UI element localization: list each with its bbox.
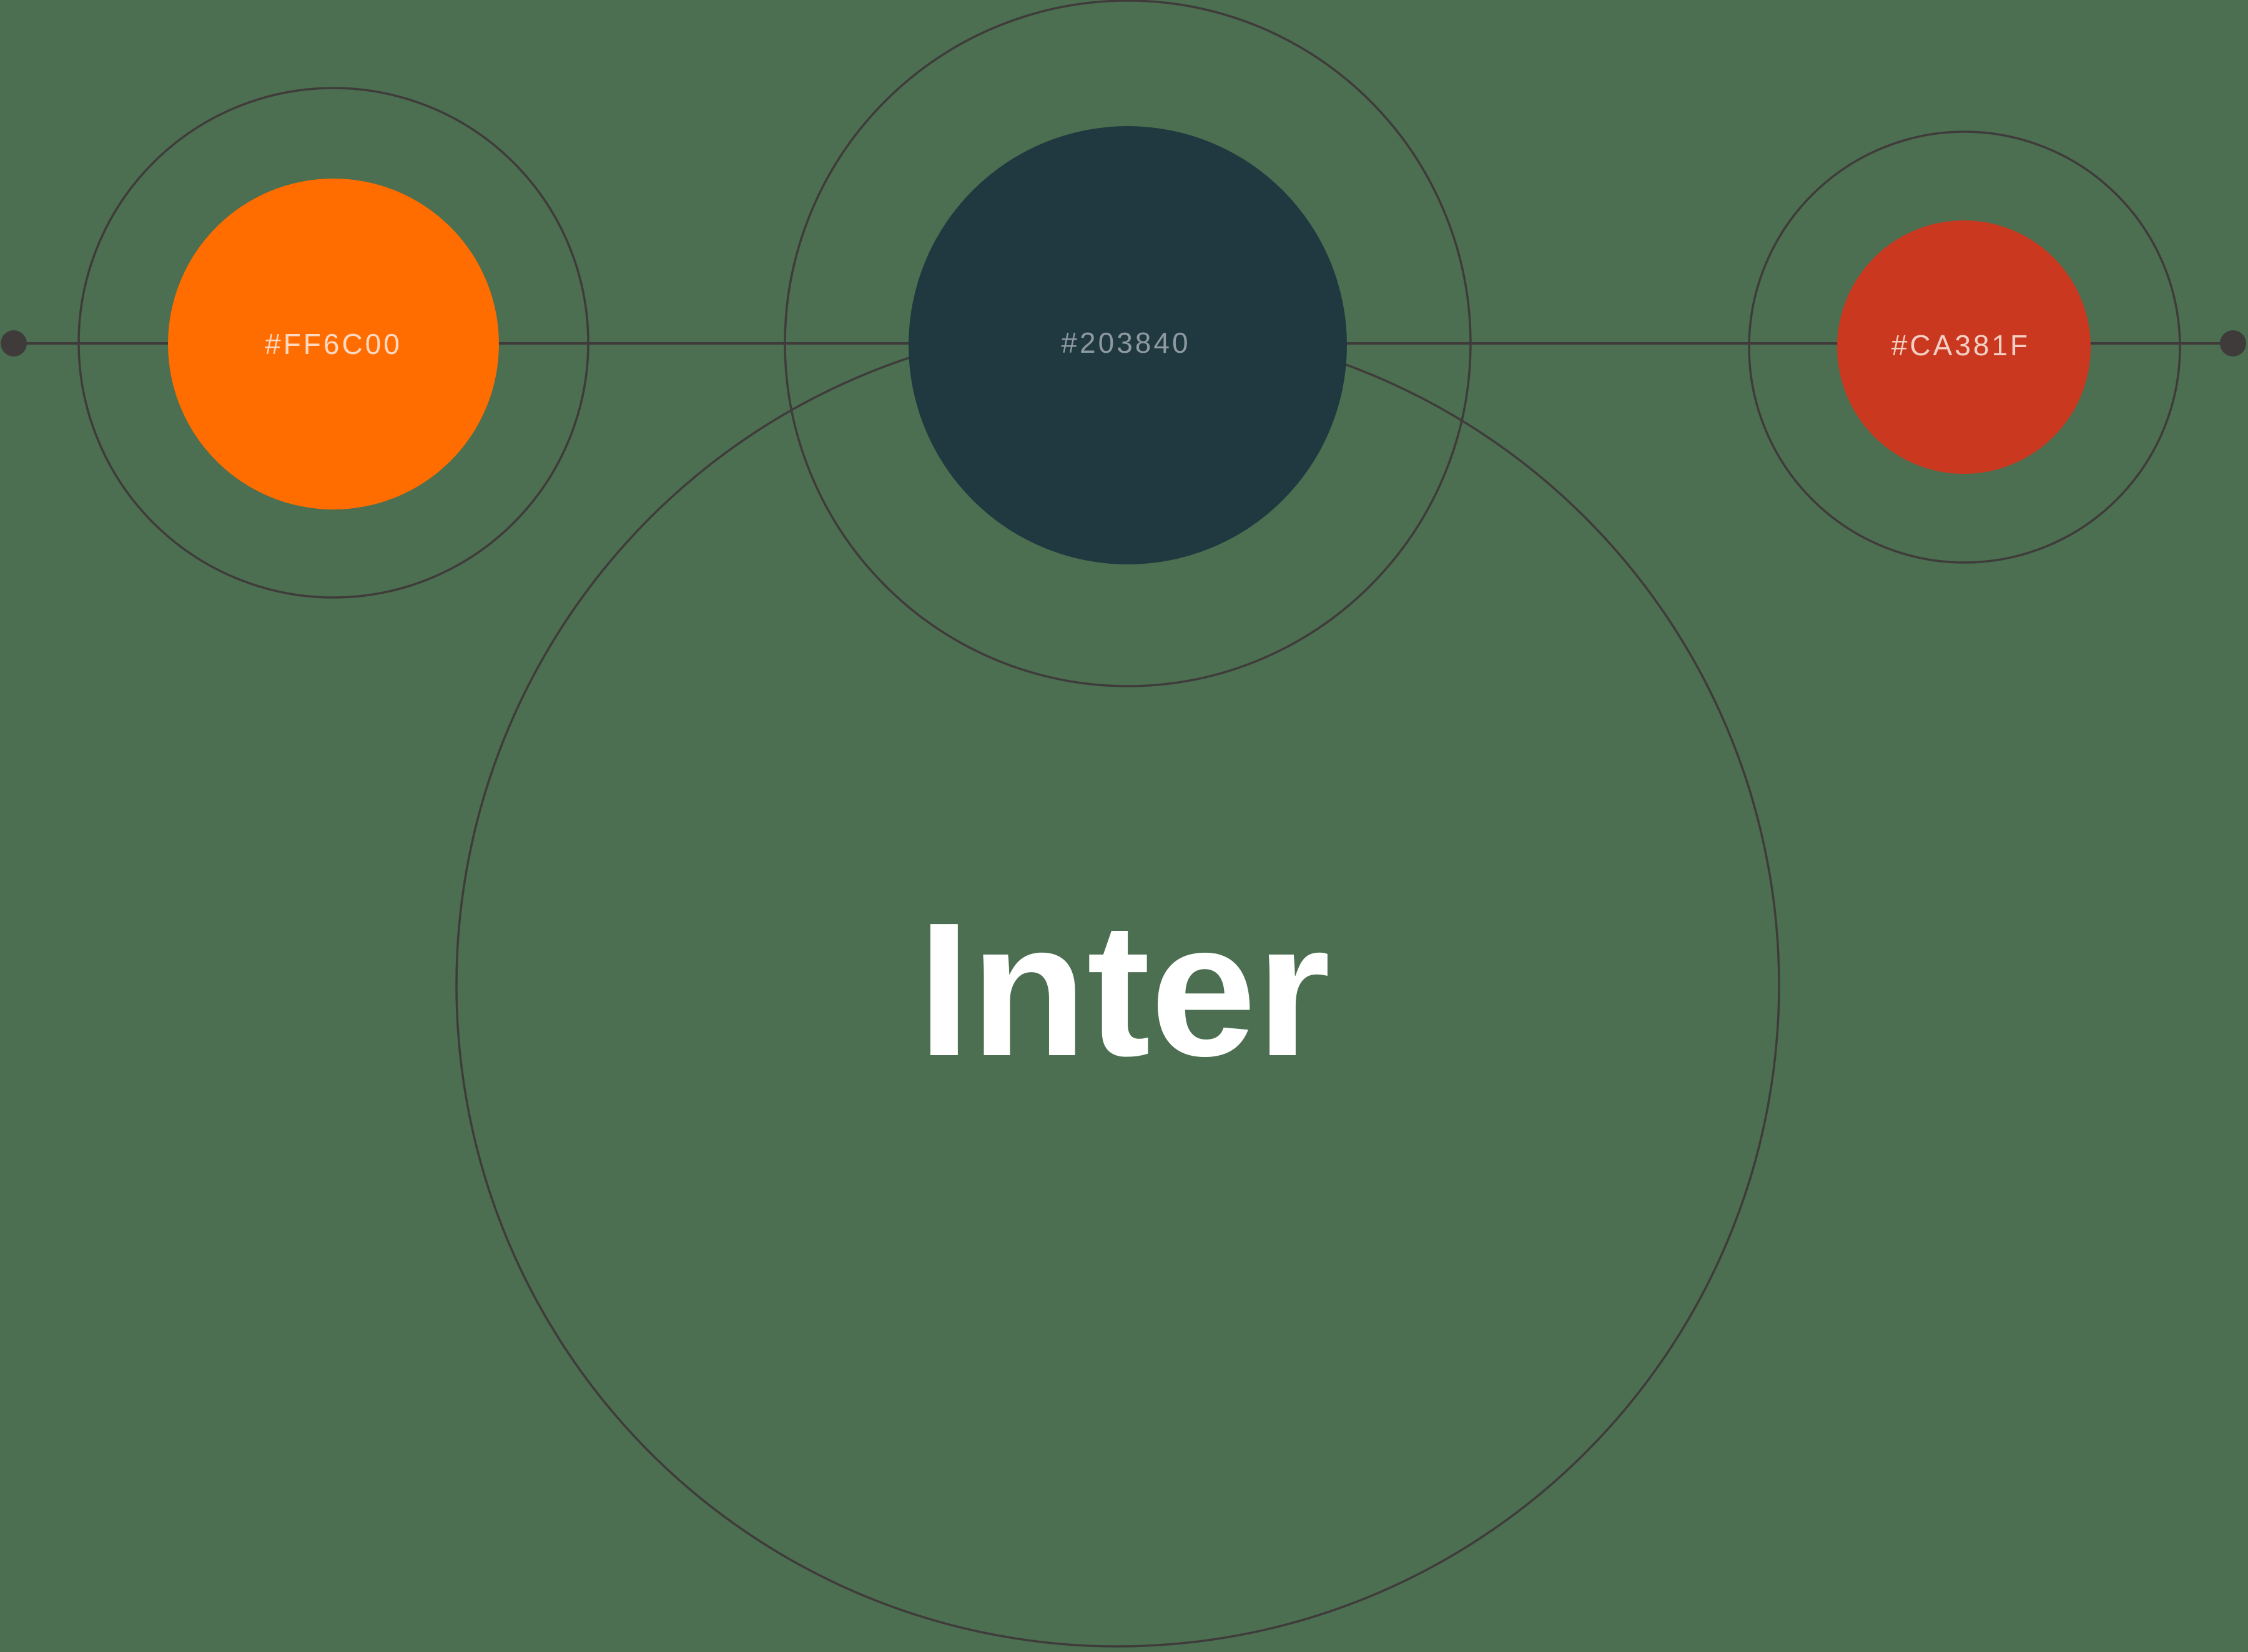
swatch-navy-hex-label: #203840: [1061, 327, 1190, 359]
typeface-name: Inter: [918, 883, 1331, 1096]
swatch-red-hex-label: #CA381F: [1891, 329, 2030, 361]
swatch-navy-circle: [909, 126, 1347, 564]
swatch-orange: #FF6C00: [77, 87, 589, 599]
connector-endpoint-right-dot: [2220, 330, 2246, 356]
swatch-navy: #203840: [784, 0, 1472, 687]
connector-endpoint-left-dot: [1, 330, 27, 356]
swatch-orange-hex-label: #FF6C00: [265, 328, 402, 360]
swatch-orange-circle: [168, 179, 499, 509]
swatch-red-circle: [1837, 220, 2091, 474]
swatch-orange-ring: [77, 87, 589, 599]
swatch-navy-ring: [784, 0, 1472, 687]
swatch-red-ring: [1748, 130, 2181, 564]
swatch-red: #CA381F: [1748, 130, 2181, 564]
